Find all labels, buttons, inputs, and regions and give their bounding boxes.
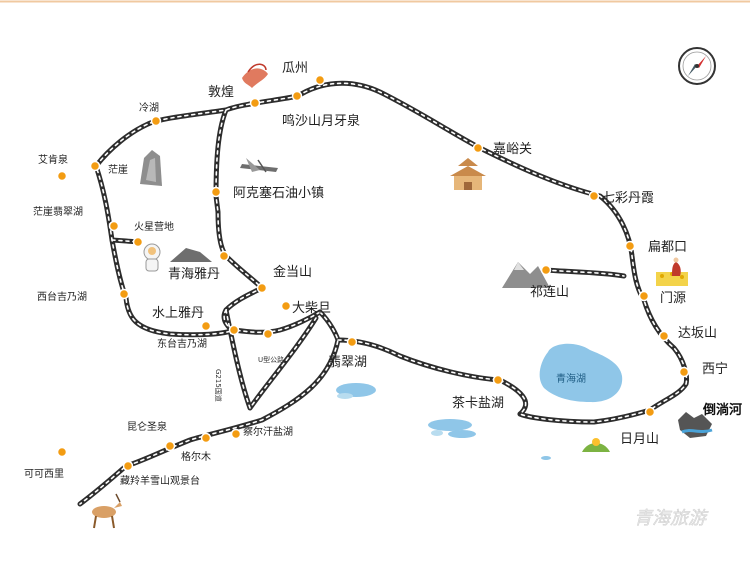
dunhuang-fairy-illustration: [242, 63, 268, 88]
label-jiayuguan: 嘉峪关: [493, 142, 533, 157]
tibetan-antelope-illustration: [92, 493, 122, 529]
label-akesai: 阿克塞石油小镇: [233, 186, 325, 201]
label-huoxing: 火星营地: [134, 222, 174, 233]
jiayuguan-tower-illustration: [450, 158, 486, 190]
label-mangya-feicui: 茫崖翡翠湖: [33, 207, 83, 218]
route-stops: [56, 74, 690, 472]
stop-aiqingquan: [56, 170, 68, 182]
stop-xitaijinai: [118, 288, 130, 300]
label-menyuan: 门源: [660, 291, 687, 306]
route-west-loop-dash: [95, 95, 299, 336]
label-dunhuang: 敦煌: [208, 85, 235, 100]
route-east-loop-dash: [297, 82, 688, 423]
compass-icon: [678, 47, 716, 85]
stop-dabanshan: [658, 330, 670, 342]
label-dongtaijinai: 东台吉乃湖: [157, 339, 207, 350]
stop-guazhou: [314, 74, 326, 86]
label-guazhou: 瓜州: [282, 61, 309, 76]
stop-riyueshan: [644, 406, 656, 418]
label-kunlun: 昆仑圣泉: [127, 422, 167, 433]
chaka-lake-shape: [428, 419, 472, 431]
stop-dunhuang: [249, 97, 261, 109]
watermark: 青海旅游: [634, 508, 709, 529]
small-pond: [541, 456, 551, 460]
qinghai-lake-shape: [539, 343, 623, 403]
route-ushape-dash: [225, 309, 317, 409]
label-kekexili: 可可西里: [24, 469, 64, 480]
martian-astronaut-illustration: [143, 243, 161, 272]
label-feicuihu: 翡翠湖: [328, 355, 368, 370]
stop-feicuihu: [346, 336, 358, 348]
akesai-oil-pump-illustration: [240, 158, 278, 173]
label-zangling: 藏羚羊雪山观景台: [120, 476, 200, 487]
daotanghe-illustration: [678, 412, 713, 438]
stop-kunlun: [200, 432, 212, 444]
label-xitaijinai: 西台吉乃湖: [37, 292, 87, 303]
stop-lenghu: [150, 115, 162, 127]
label-qilianshan: 祁连山: [530, 285, 570, 300]
stop-jiayuguan: [472, 142, 484, 154]
label-daotanghe: 倒淌河: [703, 403, 743, 418]
label-shuishang-yadan: 水上雅丹: [152, 306, 205, 321]
label-qinghaihu: 青海湖: [556, 374, 586, 385]
stop-zangling: [122, 460, 134, 472]
label-dachaidan: 大柴旦: [292, 301, 332, 316]
label-chaka: 茶卡盐湖: [452, 396, 505, 411]
stop-jindangshan: [256, 282, 268, 294]
stop-u-road: [262, 328, 274, 340]
stop-xining: [678, 366, 690, 378]
label-lenghu: 冷湖: [139, 103, 159, 114]
chaka-lake-shape-2: [448, 430, 476, 438]
route-central-dash: [223, 287, 321, 334]
label-aiqingquan: 艾肯泉: [38, 155, 68, 166]
feicui-lake-shape-small: [337, 393, 353, 399]
stop-chaka: [492, 374, 504, 386]
stop-menyuan: [638, 290, 650, 302]
stop-dachaidan: [280, 300, 292, 312]
stop-dongtaijinai: [228, 324, 240, 336]
stop-chaerhan: [230, 428, 242, 440]
route-east-loop: [295, 80, 689, 425]
label-qinghai-yadan: 青海雅丹: [168, 267, 221, 282]
stop-mingsha: [291, 90, 303, 102]
label-mangya: 茫崖: [108, 165, 128, 176]
mangya-rock-illustration: [140, 150, 162, 186]
qinghai-yadan-rock-illustration: [170, 248, 212, 262]
menyuan-flower-field-illustration: [656, 257, 688, 286]
stop-shuishang-yadan: [200, 320, 212, 332]
stop-akesai: [210, 186, 222, 198]
chaka-lake-shape-3: [431, 430, 443, 436]
label-jindangshan: 金当山: [273, 265, 313, 280]
u-road-label: U型公路: [258, 355, 284, 364]
label-riyueshan: 日月山: [620, 432, 660, 447]
stop-qilianshan: [540, 264, 552, 276]
stop-huoxing: [132, 236, 144, 248]
route-qilian-branch-dash: [545, 269, 625, 277]
label-qicai: 七彩丹霞: [602, 191, 655, 206]
label-biandukou: 扁都口: [648, 240, 688, 255]
route-south-main-dash: [79, 311, 339, 505]
stop-biandukou: [624, 240, 636, 252]
stop-qicai: [588, 190, 600, 202]
label-geermu: 格尔木: [181, 452, 211, 463]
stop-mangya: [89, 160, 101, 172]
route-akesai-branch-dash: [215, 109, 263, 289]
stop-kekexili: [56, 446, 68, 458]
stop-mangya-feicui: [108, 220, 120, 232]
label-chaerhan: 察尔汗盐湖: [243, 427, 293, 438]
stop-qinghai-yadan: [218, 250, 230, 262]
label-xining: 西宁: [702, 362, 729, 377]
g215-road-label: G215国道: [214, 369, 223, 402]
route-mid-to-chaka-dash: [337, 339, 527, 415]
riyueshan-illustration: [582, 438, 610, 452]
qilian-mountain-illustration: [502, 262, 550, 288]
stop-geermu: [164, 440, 176, 452]
label-mingsha: 鸣沙山月牙泉: [282, 114, 361, 129]
label-dabanshan: 达坂山: [678, 326, 718, 341]
